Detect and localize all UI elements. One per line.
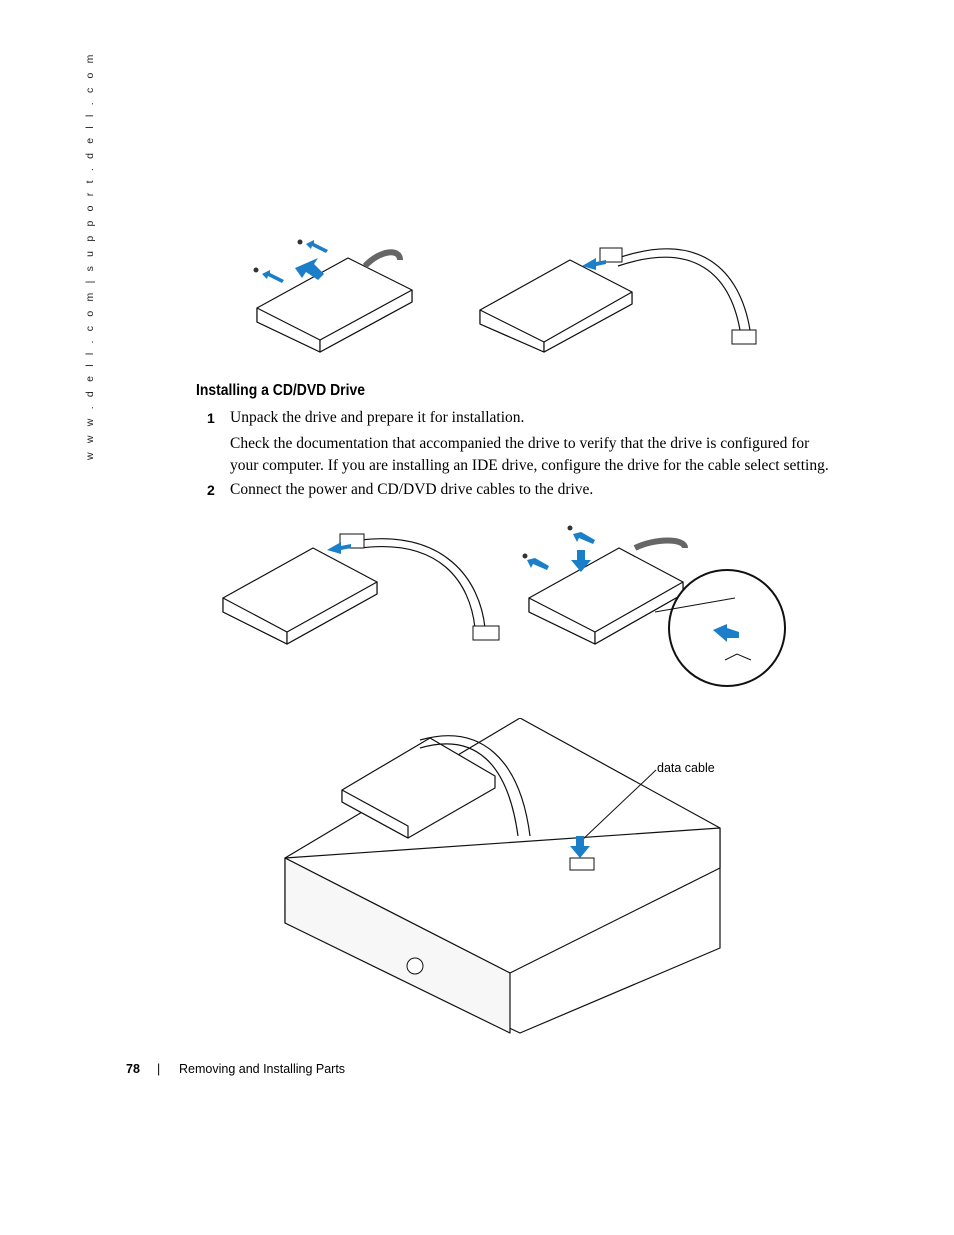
page-number: 78: [126, 1062, 140, 1076]
arrow-connect: [327, 542, 351, 554]
cable-top: [362, 249, 403, 269]
screw-icon: [297, 239, 303, 245]
step-number: 2: [207, 482, 215, 498]
chassis-illustration: [284, 718, 721, 1034]
arrow-screw-2: [573, 532, 595, 544]
callout-data-cable: data cable: [657, 761, 715, 775]
arrow-connect-data-cable: [570, 836, 590, 858]
cable-connector-top: [599, 247, 623, 263]
figure-drive-install: [215, 520, 795, 710]
drive-install-illustration: [222, 525, 786, 687]
screw-icon: [567, 525, 573, 531]
arrow-slide: [713, 624, 739, 642]
step-text: Unpack the drive and prepare it for inst…: [230, 409, 525, 426]
arrow-screw-2: [306, 240, 328, 253]
cable-connector-bottom: [731, 329, 757, 345]
section-heading: Installing a CD/DVD Drive: [196, 382, 365, 399]
screw-icon: [253, 267, 259, 273]
step-number: 1: [207, 410, 215, 426]
step-1-note: Check the documentation that accompanied…: [230, 435, 829, 474]
step-text: Connect the power and CD/DVD drive cable…: [230, 481, 594, 498]
arrow-pull-drive: [295, 258, 324, 280]
motherboard-connector: [569, 857, 595, 871]
side-url: w w w . d e l l . c o m | s u p p o r t …: [84, 51, 96, 460]
arrow-screw-1: [527, 558, 549, 570]
drive-removal-illustration: [253, 239, 757, 353]
figure-chassis: [280, 718, 730, 1038]
dell-logo-icon: [406, 957, 424, 975]
arrow-connect-cable: [582, 258, 606, 270]
ribbon-cable: [617, 248, 751, 331]
callout-leader-line: [579, 769, 657, 843]
figure-drive-removal: [240, 230, 780, 370]
arrow-screw-1: [262, 270, 284, 283]
screw-icon: [522, 553, 528, 559]
arrow-press-down: [571, 550, 591, 572]
footer-title: Removing and Installing Parts: [179, 1062, 346, 1076]
footer-separator: |: [157, 1062, 161, 1076]
